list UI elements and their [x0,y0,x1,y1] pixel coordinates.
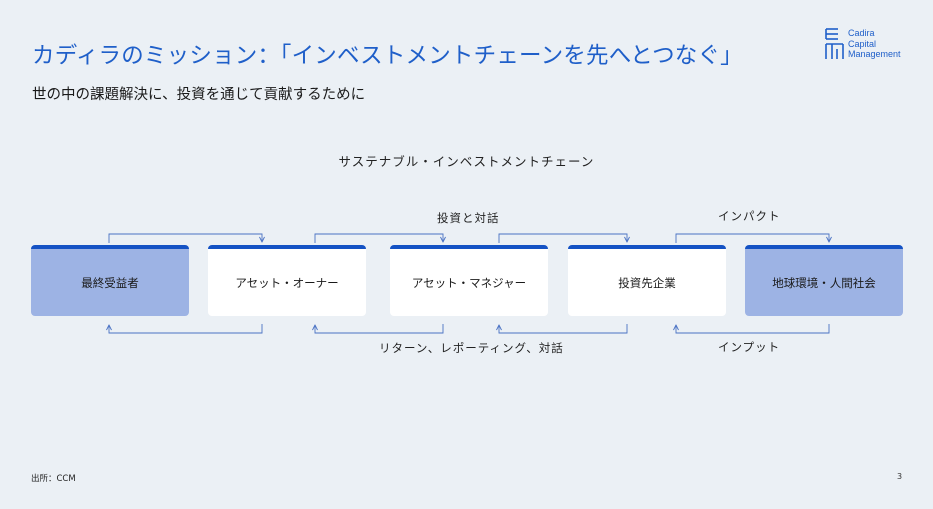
node-final-beneficiary: 最終受益者 [31,245,189,316]
node-investee-company: 投資先企業 [568,245,726,316]
bottom-flow-label-1: リターン、レポーティング、対話 [379,341,564,355]
source-note: 出所：CCM [31,474,76,484]
page-title: カディラのミッション：「インベストメントチェーンを先へとつなぐ」 [32,43,743,69]
top-flow-label-2: インパクト [718,209,781,223]
bottom-arrow-2 [315,324,444,334]
top-flow-label-1: 投資と対話 [437,211,500,225]
diagram-title: サステナブル・インベストメントチェーン [338,154,595,169]
node-asset-owner: アセット・オーナー [208,245,366,316]
page-number: 3 [897,472,903,481]
company-logo: Cadira Capital Management [824,27,914,63]
logo-text-line-3: Management [848,49,901,59]
page-subtitle: 世の中の課題解決に、投資を通じて貢献するために [32,87,366,103]
logo-mark-icon [825,28,844,59]
top-arrow-4 [675,233,829,243]
top-arrow-2 [314,233,443,243]
logo-text-line-2: Capital [848,38,877,49]
bottom-flow-label-2: インプット [718,340,781,354]
bottom-arrow-4 [676,324,830,334]
node-environment-society: 地球環境・人間社会 [745,245,903,316]
bottom-arrow-1 [109,324,263,334]
bottom-arrow-3 [499,324,628,334]
top-arrow-3 [498,233,627,243]
node-asset-manager: アセット・マネジャー [390,245,548,316]
logo-text-line-1: Cadira [848,28,875,38]
top-arrow-1 [108,233,262,243]
